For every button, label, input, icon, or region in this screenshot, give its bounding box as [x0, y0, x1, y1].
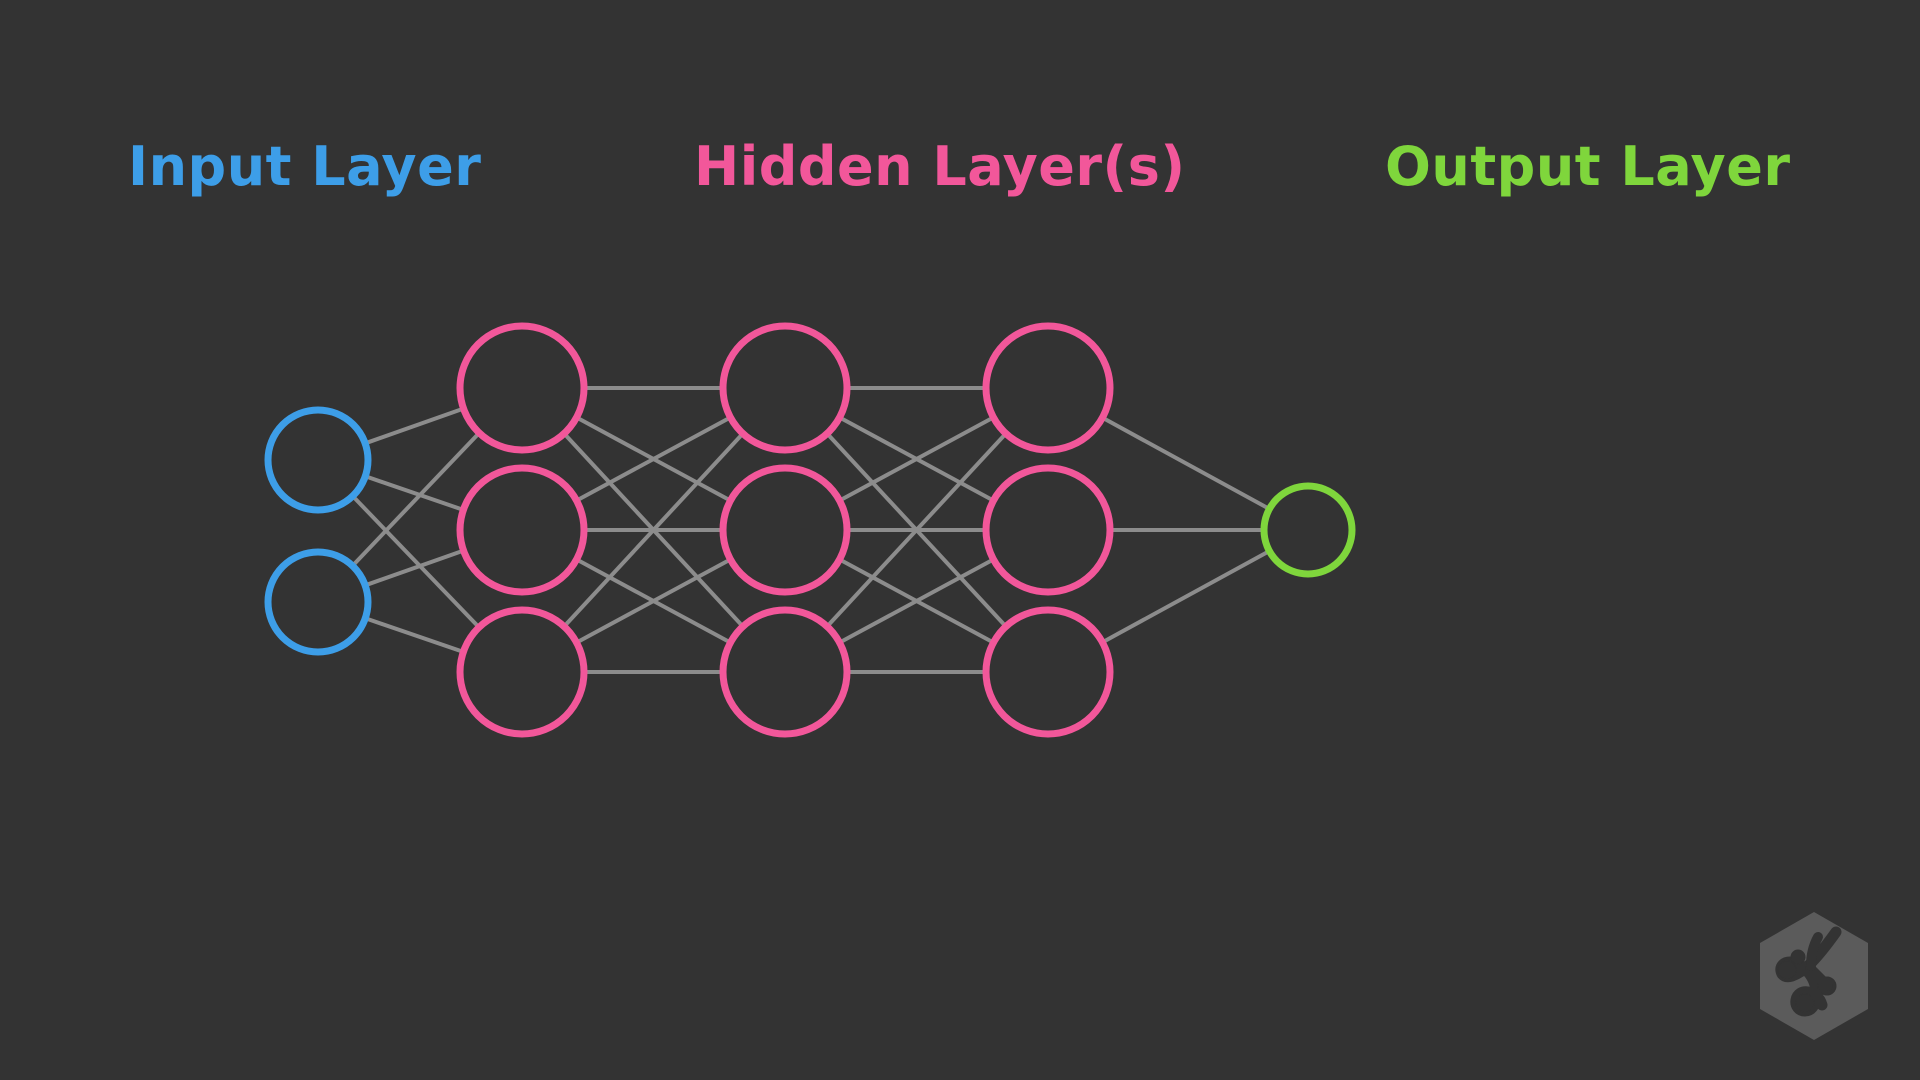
connection-edge	[365, 616, 464, 654]
nodes-group	[264, 322, 1356, 738]
edges-group	[351, 386, 1270, 674]
layer-label-input: Input Layer	[128, 135, 482, 198]
neuron-node-hidden	[982, 464, 1114, 596]
neuron-node-hidden	[719, 322, 851, 454]
connection-edge	[839, 416, 994, 502]
connection-edge	[351, 432, 480, 567]
connection-edge	[365, 407, 464, 445]
neuron-node-hidden	[982, 606, 1114, 738]
neuron-node-hidden	[456, 606, 588, 738]
neuron-node-hidden	[456, 464, 588, 596]
neuron-node-hidden	[719, 606, 851, 738]
connection-edge	[352, 495, 480, 628]
connection-edge	[365, 474, 464, 512]
layer-label-hidden: Hidden Layer(s)	[694, 135, 1186, 198]
layer-label-output: Output Layer	[1385, 135, 1791, 198]
connection-edge	[1102, 416, 1270, 510]
neuron-node-hidden	[719, 464, 851, 596]
connection-edge	[563, 432, 744, 628]
connection-edge	[839, 558, 994, 644]
connection-edge	[826, 432, 1007, 628]
neuron-node-hidden	[456, 322, 588, 454]
neuron-node-input	[264, 406, 372, 514]
connection-edge	[576, 416, 731, 502]
connection-edge	[365, 549, 464, 587]
neuron-node-hidden	[982, 322, 1114, 454]
neuron-node-output	[1260, 482, 1356, 578]
neuron-node-input	[264, 548, 372, 656]
connection-edge	[1102, 550, 1270, 644]
connection-edge	[576, 558, 731, 644]
